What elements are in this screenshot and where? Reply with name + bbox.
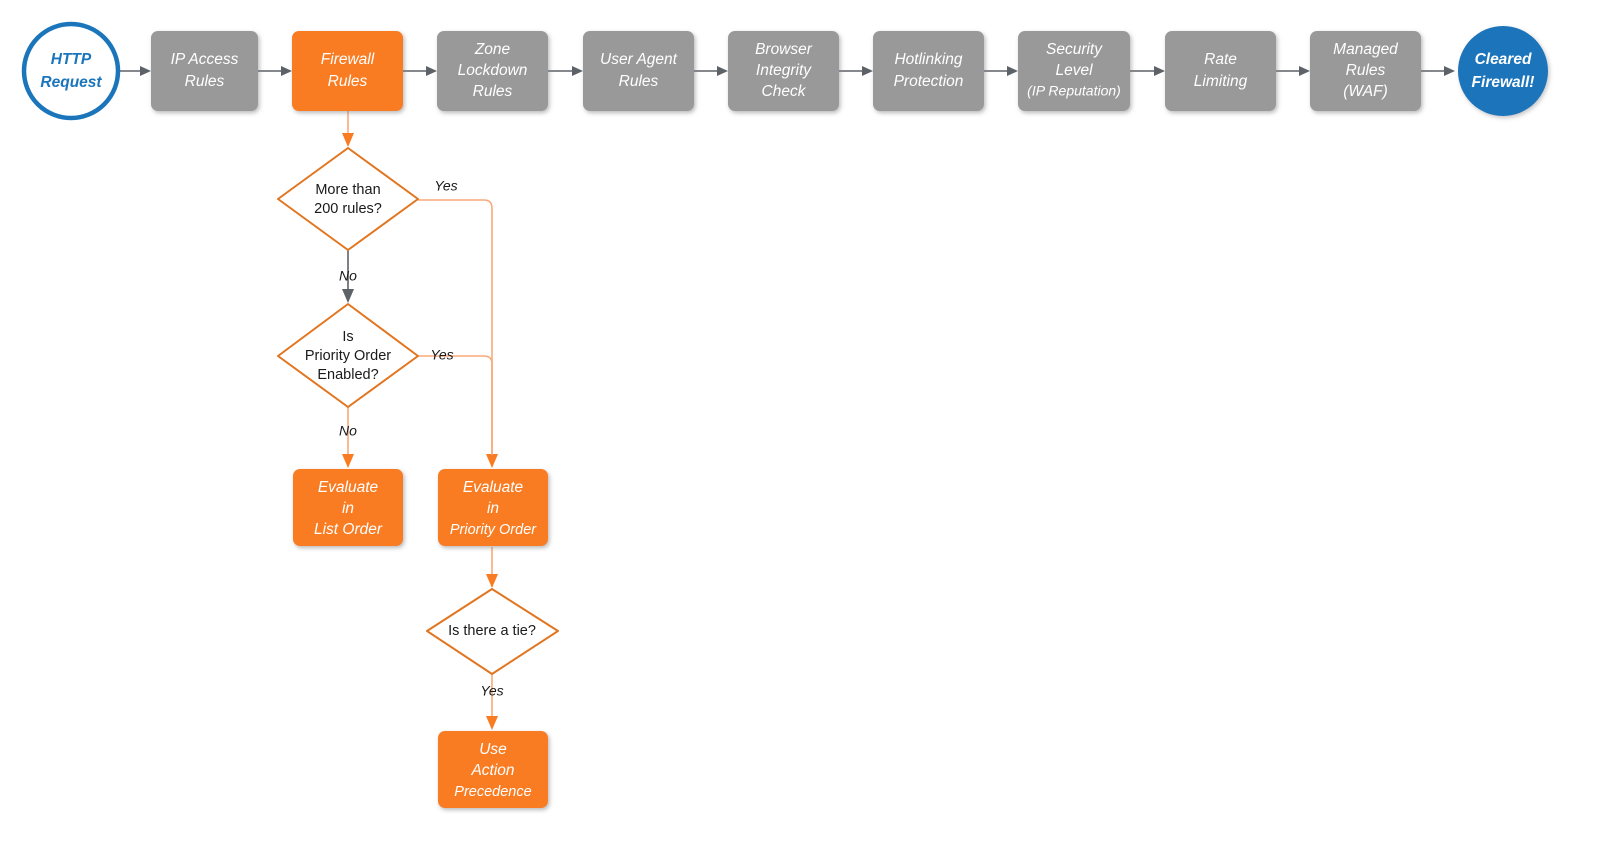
decision2-line1: Is (342, 329, 353, 345)
connector-hotlinking-to-security-level (984, 66, 1018, 76)
browser-integrity-check-line3: Check (762, 83, 807, 100)
hotlinking-protection-line2: Protection (894, 73, 964, 90)
edge-label-decision1-yes: Yes (434, 178, 457, 194)
rate-limiting-line2: Limiting (1194, 73, 1248, 90)
connector-decision2-no (342, 404, 354, 468)
node-browser-integrity-check[interactable]: Browser Integrity Check (728, 31, 839, 111)
cleared-firewall-label-line2: Firewall! (1472, 74, 1535, 91)
connector-managed-rules-to-end (1421, 66, 1455, 76)
connector-start-to-ip-access (119, 66, 151, 76)
node-ip-access-rules[interactable]: IP Access Rules (151, 31, 258, 111)
connector-decision2-yes (418, 355, 493, 455)
connector-decision1-no (342, 248, 354, 303)
firewall-rules-line1: Firewall (321, 51, 375, 68)
edge-label-decision2-yes: Yes (430, 347, 453, 363)
connector-priority-order-to-decision3 (486, 547, 498, 588)
connector-user-agent-to-browser-integrity (694, 66, 728, 76)
node-hotlinking-protection[interactable]: Hotlinking Protection (873, 31, 984, 111)
ip-access-rules-line1: IP Access (171, 51, 239, 68)
node-http-request[interactable]: HTTP Request (21, 21, 121, 121)
decision-more-than-200-rules[interactable]: More than 200 rules? (277, 147, 419, 251)
decision2-line2: Priority Order (305, 348, 391, 364)
rate-limiting-line1: Rate (1204, 51, 1237, 68)
edge-label-decision3-yes: Yes (480, 683, 503, 699)
cleared-firewall-label-line1: Cleared (1475, 51, 1532, 68)
user-agent-rules-line1: User Agent (600, 51, 678, 68)
evaluate-list-order-line1: Evaluate (318, 479, 379, 496)
decision2-line3: Enabled? (317, 367, 378, 383)
decision3-line1: Is there a tie? (448, 623, 536, 639)
evaluate-list-order-line2: in (342, 500, 354, 517)
security-level-line1: Security (1046, 41, 1103, 58)
connector-firewall-to-zone-lockdown (403, 66, 437, 76)
evaluate-priority-order-line3: Priority Order (450, 522, 537, 538)
connector-zone-lockdown-to-user-agent (548, 66, 583, 76)
decision-is-priority-order-enabled[interactable]: Is Priority Order Enabled? (277, 303, 419, 408)
security-level-line3: (IP Reputation) (1027, 83, 1121, 99)
evaluate-list-order-line3: List Order (314, 521, 383, 538)
node-managed-rules-waf[interactable]: Managed Rules (WAF) (1310, 31, 1421, 111)
node-user-agent-rules[interactable]: User Agent Rules (583, 31, 694, 111)
connector-browser-integrity-to-hotlinking (839, 66, 873, 76)
connector-security-level-to-rate-limiting (1130, 66, 1165, 76)
decision1-line1: More than (315, 182, 380, 198)
node-use-action-precedence[interactable]: Use Action Precedence (438, 731, 548, 808)
connector-firewall-to-decision1 (342, 111, 354, 147)
connector-ip-access-to-firewall (258, 66, 292, 76)
managed-rules-waf-line3: (WAF) (1343, 83, 1387, 100)
zone-lockdown-rules-line2: Lockdown (458, 62, 528, 79)
managed-rules-waf-line1: Managed (1333, 41, 1399, 58)
edge-label-decision1-no: No (339, 268, 357, 284)
browser-integrity-check-line1: Browser (755, 41, 813, 58)
http-request-label-line1: HTTP (51, 51, 92, 68)
use-action-precedence-line1: Use (479, 741, 507, 758)
use-action-precedence-line2: Action (470, 762, 514, 779)
hotlinking-protection-line1: Hotlinking (894, 51, 962, 68)
node-security-level[interactable]: Security Level (IP Reputation) (1018, 31, 1130, 111)
evaluate-priority-order-line1: Evaluate (463, 479, 524, 496)
decision-is-there-a-tie[interactable]: Is there a tie? (426, 588, 559, 675)
browser-integrity-check-line2: Integrity (756, 62, 812, 79)
firewall-rules-line2: Rules (328, 73, 368, 90)
connector-rate-limiting-to-managed-rules (1276, 66, 1310, 76)
node-evaluate-in-priority-order[interactable]: Evaluate in Priority Order (438, 469, 548, 546)
decision1-line2: 200 rules? (314, 201, 382, 217)
user-agent-rules-line2: Rules (619, 73, 659, 90)
connector-decision3-yes (486, 674, 498, 730)
branch-connectors (342, 111, 498, 730)
use-action-precedence-line3: Precedence (454, 784, 531, 800)
edge-label-decision2-no: No (339, 423, 357, 439)
node-zone-lockdown-rules[interactable]: Zone Lockdown Rules (437, 31, 548, 111)
evaluate-priority-order-line2: in (487, 500, 499, 517)
connector-decision1-yes (418, 199, 498, 468)
managed-rules-waf-line2: Rules (1346, 62, 1386, 79)
security-level-line2: Level (1055, 62, 1093, 79)
node-evaluate-in-list-order[interactable]: Evaluate in List Order (293, 469, 403, 546)
pipeline-connectors (119, 66, 1455, 76)
zone-lockdown-rules-line3: Rules (473, 83, 513, 100)
node-rate-limiting[interactable]: Rate Limiting (1165, 31, 1276, 111)
http-request-label-line2: Request (40, 74, 102, 91)
node-cleared-firewall[interactable]: Cleared Firewall! (1458, 26, 1548, 116)
node-firewall-rules[interactable]: Firewall Rules (292, 31, 403, 111)
zone-lockdown-rules-line1: Zone (474, 41, 511, 58)
ip-access-rules-line2: Rules (185, 73, 225, 90)
